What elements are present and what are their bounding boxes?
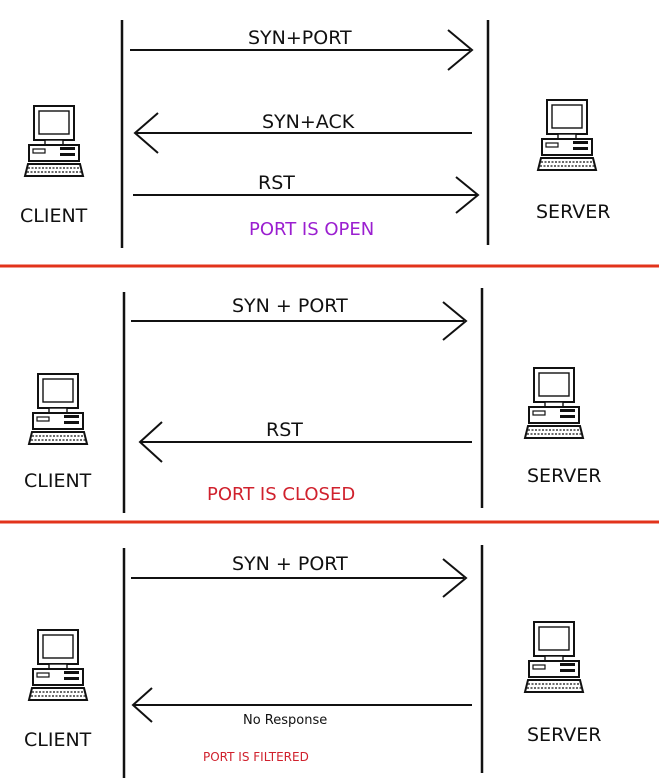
status-closed: PORT IS CLOSED	[207, 484, 355, 505]
message-label: SYN + PORT	[232, 553, 348, 575]
arrow-head-right	[442, 558, 468, 598]
panel-closed: CLIENT SERVER SYN + PORT RST PORT IS CLO…	[24, 288, 601, 513]
client-label: CLIENT	[24, 729, 92, 751]
message-no-response: No Response	[131, 687, 472, 728]
client-label: CLIENT	[20, 205, 88, 227]
message-syn-port: SYN + PORT	[131, 295, 468, 341]
server-label: SERVER	[536, 201, 610, 223]
arrow-head-right	[455, 176, 480, 214]
arrow-head-left	[138, 421, 163, 463]
arrow-head-left	[131, 687, 153, 723]
arrow-head-left	[133, 112, 159, 154]
server-computer-icon	[524, 367, 584, 439]
client-computer-icon	[28, 373, 88, 445]
message-syn-port: SYN+PORT	[130, 27, 474, 71]
server-label: SERVER	[527, 724, 601, 746]
panel-filtered: CLIENT SERVER SYN + PORT No Response POR…	[24, 545, 601, 778]
client-label: CLIENT	[24, 470, 92, 492]
message-rst: RST	[133, 172, 480, 214]
client-computer-icon	[24, 105, 84, 177]
message-label: RST	[258, 172, 295, 194]
server-computer-icon	[524, 621, 584, 693]
message-label: RST	[266, 419, 303, 441]
message-label: SYN+ACK	[262, 111, 355, 133]
message-syn-port: SYN + PORT	[131, 553, 468, 598]
status-open: PORT IS OPEN	[249, 219, 374, 240]
arrow-head-right	[442, 301, 468, 341]
panel-open: CLIENT SERVER SYN+PORT SYN+ACK RST PORT …	[20, 20, 610, 248]
arrow-head-right	[447, 29, 474, 71]
server-computer-icon	[537, 99, 597, 171]
server-label: SERVER	[527, 465, 601, 487]
status-filtered: PORT IS FILTERED	[203, 750, 309, 764]
message-syn-ack: SYN+ACK	[133, 111, 472, 154]
message-rst: RST	[138, 419, 472, 463]
message-label: No Response	[243, 713, 327, 728]
client-computer-icon	[28, 629, 88, 701]
message-label: SYN + PORT	[232, 295, 348, 317]
message-label: SYN+PORT	[248, 27, 352, 49]
